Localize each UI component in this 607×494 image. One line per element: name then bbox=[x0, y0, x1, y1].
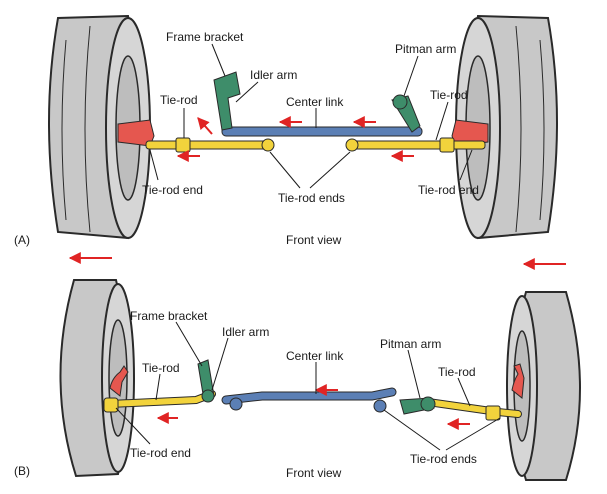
panel-a bbox=[48, 14, 558, 240]
arrow-a-5 bbox=[197, 117, 213, 135]
label-tie-rod-end-b: Tie-rod end bbox=[130, 446, 191, 460]
label-tie-rod-left-a: Tie-rod bbox=[160, 93, 198, 107]
label-tie-rod-right-a: Tie-rod bbox=[430, 88, 468, 102]
panel-a-view-caption: Front view bbox=[286, 233, 342, 247]
label-frame-bracket-b: Frame bracket bbox=[130, 309, 208, 323]
left-tire-a bbox=[48, 14, 151, 240]
label-tie-rod-end-right-a: Tie-rod end bbox=[418, 183, 479, 197]
panel-a-tag: (A) bbox=[14, 233, 30, 247]
label-tie-rod-end-left-a: Tie-rod end bbox=[142, 183, 203, 197]
label-tie-rod-ends-b: Tie-rod ends bbox=[410, 452, 477, 466]
right-adjuster-a bbox=[439, 137, 455, 153]
label-frame-bracket-a: Frame bracket bbox=[166, 30, 244, 44]
left-knuckle-b bbox=[109, 365, 129, 397]
tie-rod-end-inner-right-a bbox=[345, 138, 359, 152]
left-outer-end-b bbox=[103, 397, 119, 413]
panel-b bbox=[59, 279, 581, 481]
panel-b-view-caption: Front view bbox=[286, 466, 342, 480]
center-link-a bbox=[221, 126, 423, 137]
label-pitman-arm-a: Pitman arm bbox=[395, 42, 457, 56]
right-knuckle-b bbox=[511, 363, 525, 399]
label-center-link-b: Center link bbox=[286, 349, 344, 363]
right-adjuster-b bbox=[485, 405, 501, 421]
label-tie-rod-ends-a: Tie-rod ends bbox=[278, 191, 345, 205]
tie-rod-end-inner-left-a bbox=[261, 138, 275, 152]
label-center-link-a: Center link bbox=[286, 95, 344, 109]
label-pitman-arm-b: Pitman arm bbox=[380, 337, 442, 351]
leaders-b bbox=[115, 321, 501, 451]
label-tie-rod-right-b: Tie-rod bbox=[438, 365, 476, 379]
label-idler-arm-b: Idler arm bbox=[222, 325, 270, 339]
idler-arm-a bbox=[213, 71, 241, 131]
left-adjuster-a bbox=[175, 137, 191, 153]
label-idler-arm-a: Idler arm bbox=[250, 68, 298, 82]
right-tie-rod-a bbox=[349, 140, 486, 150]
panel-b-tag: (B) bbox=[14, 464, 30, 478]
leaders-a bbox=[149, 43, 473, 189]
label-tie-rod-left-b: Tie-rod bbox=[142, 361, 180, 375]
left-tie-rod-a bbox=[145, 140, 273, 150]
